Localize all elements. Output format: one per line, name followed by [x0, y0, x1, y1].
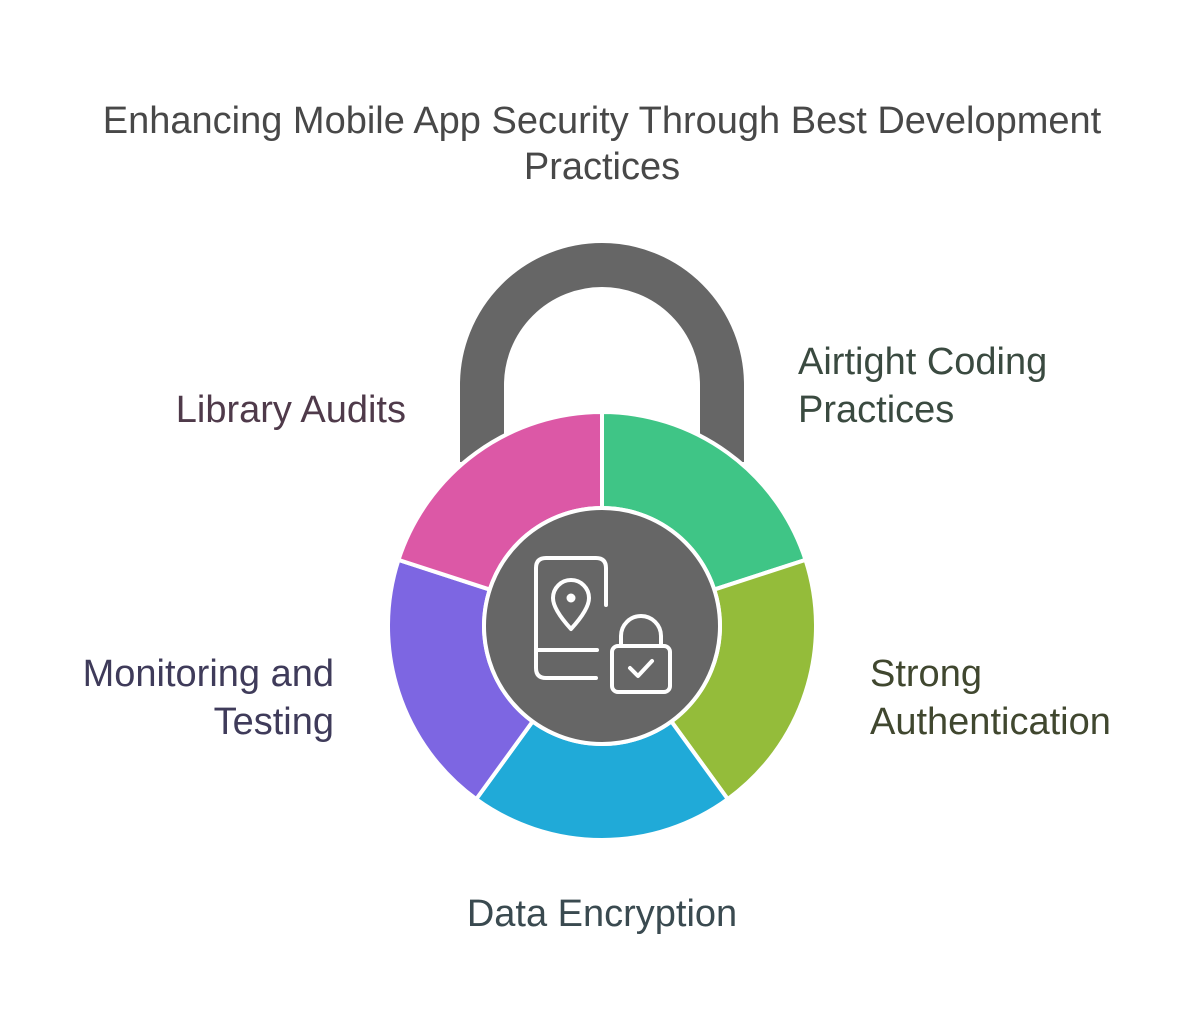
padlock-shackle — [460, 243, 744, 462]
location-pin-icon — [551, 578, 591, 631]
label-library-audits: Library Audits — [60, 386, 406, 434]
padlock-small-shackle — [619, 614, 663, 648]
title-line-1: Enhancing Mobile App Security Through Be… — [102, 100, 1102, 142]
label-data-line-1: Data Encryption — [466, 893, 738, 935]
phone-location-lock-icon — [534, 556, 672, 694]
padlock-small-body — [610, 644, 672, 694]
location-pin-dot — [566, 593, 576, 603]
center-disc — [482, 506, 722, 746]
title-line-2: Practices — [523, 146, 681, 188]
label-monitor-line-1: Monitoring and — [82, 653, 334, 695]
label-data-encryption: Data Encryption — [400, 890, 804, 938]
label-monitor-line-2: Testing — [213, 701, 334, 743]
label-airtight-line-2: Practices — [798, 389, 955, 431]
label-airtight-line-1: Airtight Coding — [798, 341, 1048, 383]
label-strong-line-2: Authentication — [870, 701, 1111, 743]
label-strong-authentication: Strong Authentication — [870, 650, 1111, 746]
label-monitoring-testing: Monitoring and Testing — [20, 650, 334, 746]
label-airtight-coding: Airtight Coding Practices — [798, 338, 1047, 434]
label-strong-line-1: Strong — [870, 653, 982, 695]
check-icon — [628, 659, 654, 678]
diagram-title: Enhancing Mobile App Security Through Be… — [0, 98, 1204, 190]
label-library-line-1: Library Audits — [175, 389, 406, 431]
phone-outline — [534, 556, 608, 680]
